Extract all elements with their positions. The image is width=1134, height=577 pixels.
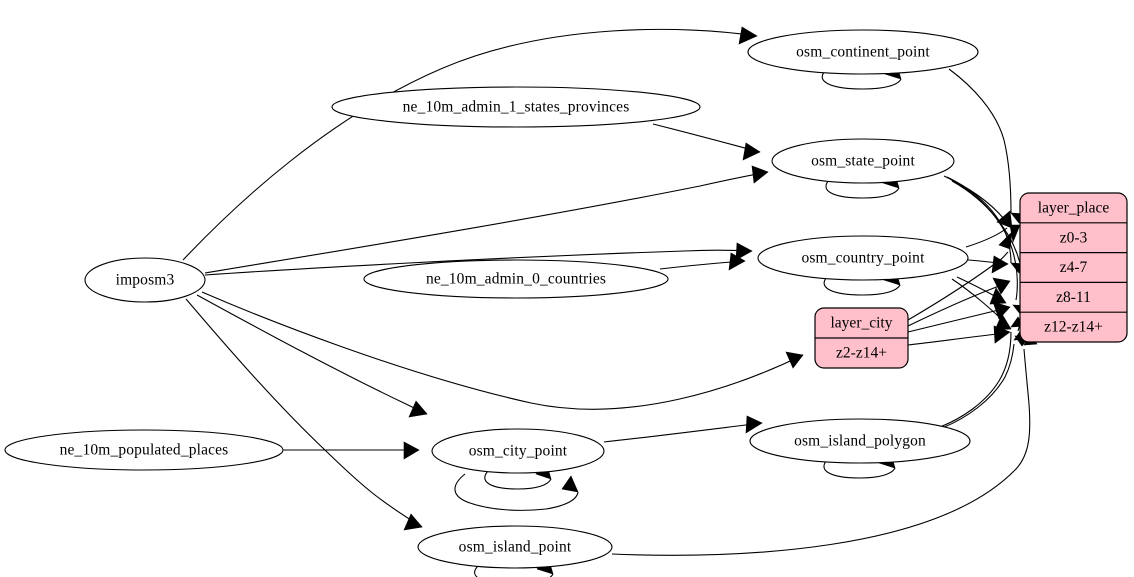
arrowhead-icon (403, 513, 423, 531)
edge-imposm3-to-osm_country_point (204, 242, 753, 276)
edge-line (941, 343, 1015, 429)
edge-ne_10m_admin_1_states_provinces-to-osm_state_point (652, 123, 761, 161)
node-label: osm_island_polygon (794, 433, 926, 450)
nodes-layer: imposm3 ne_10m_admin_1_states_provincesne… (4, 29, 979, 569)
edge-layer_city-to-layer_place.z12-z14+ (907, 325, 1011, 346)
edge-imposm3-to-osm_city_point (196, 294, 428, 418)
node-shape (747, 29, 979, 75)
node-label: osm_continent_point (796, 44, 930, 61)
node-osm_island_point[interactable]: osm_island_point (417, 525, 613, 569)
record-node-layer_place[interactable]: layer_place z0-3 z4-7 z8-11 z12-z14+ (1019, 192, 1128, 343)
arrowhead-icon (738, 26, 758, 45)
edge-line (823, 459, 896, 479)
edge-line (474, 565, 554, 577)
edge-imposm3-to-layer_city (201, 291, 804, 410)
edge-line (611, 348, 1031, 556)
node-imposm3[interactable]: imposm3 (84, 257, 206, 303)
node-ne_10m_admin_0_countries[interactable]: ne_10m_admin_0_countries (363, 259, 669, 299)
arrowhead-icon (998, 231, 1013, 250)
arrowhead-icon (751, 165, 769, 184)
edge-line (454, 473, 579, 511)
node-label: imposm3 (116, 272, 175, 289)
arrowhead-icon (992, 301, 1011, 320)
edge-osm_city_point-to-osm_city_point_outer (454, 473, 579, 511)
edge-line (182, 28, 758, 261)
edge-line (204, 171, 769, 274)
record-row-label[interactable]: z8-11 (1056, 289, 1091, 306)
edge-imposm3-to-osm_island_point (185, 298, 423, 531)
node-label: ne_10m_admin_0_countries (426, 271, 606, 288)
node-label: osm_city_point (469, 443, 568, 460)
edge-line (603, 422, 763, 443)
arrowhead-icon (742, 142, 761, 161)
arrowhead-icon (561, 475, 579, 493)
node-label: osm_country_point (801, 250, 925, 267)
edge-osm_city_point-to-osm_island_polygon (603, 415, 763, 443)
record-outline (1019, 192, 1128, 343)
record-row-label[interactable]: z0-3 (1060, 229, 1088, 246)
node-shape (771, 138, 955, 184)
node-ne_10m_populated_places[interactable]: ne_10m_populated_places (4, 429, 284, 471)
edge-line (825, 179, 900, 199)
record-row-label[interactable]: layer_city (831, 315, 893, 332)
node-osm_island_polygon[interactable]: osm_island_polygon (749, 418, 971, 464)
edge-imposm3-to-osm_continent_point (182, 26, 758, 261)
edge-imposm3-to-osm_state_point (204, 165, 769, 274)
arrowhead-icon (728, 252, 746, 271)
node-osm_country_point[interactable]: osm_country_point (757, 235, 969, 281)
edge-line (821, 70, 902, 90)
edge-line (204, 249, 753, 276)
node-osm_state_point[interactable]: osm_state_point (771, 138, 955, 184)
node-ne_10m_admin_1_states_provinces[interactable]: ne_10m_admin_1_states_provinces (331, 86, 701, 128)
node-label: ne_10m_admin_1_states_provinces (403, 99, 630, 116)
edge-line (949, 178, 1018, 301)
arrowhead-icon (745, 415, 763, 434)
edge-ne_10m_populated_places-to-osm_city_point (283, 441, 420, 460)
record-row-label[interactable]: z2-z14+ (836, 345, 887, 362)
edge-line (965, 227, 1008, 248)
node-shape (757, 235, 969, 281)
edge-layer_city-to-layer_place.z8-11 (907, 301, 1011, 333)
arrowhead-icon (785, 351, 804, 369)
edge-layer_city-to-layer_place.z0-3 (907, 231, 1013, 321)
record-row-label[interactable]: z12-z14+ (1044, 319, 1103, 336)
records-layer: layer_place z0-3 z4-7 z8-11 z12-z14+ layer_ci… (814, 192, 1128, 369)
node-shape (84, 257, 206, 303)
edge-layer_city-to-layer_place.z4-7 (907, 277, 1011, 327)
record-row-label[interactable]: z4-7 (1060, 259, 1088, 276)
node-label: ne_10m_populated_places (60, 442, 229, 459)
node-shape (363, 259, 669, 299)
record-row-label[interactable]: layer_place (1038, 199, 1110, 216)
edge-ne_10m_admin_0_countries-to-osm_country_point (659, 252, 746, 271)
arrowhead-icon (996, 210, 1013, 229)
node-shape (331, 86, 701, 128)
edge-line (948, 68, 1012, 214)
arrowhead-icon (993, 325, 1011, 344)
node-osm_city_point[interactable]: osm_city_point (431, 428, 605, 474)
node-osm_continent_point[interactable]: osm_continent_point (747, 29, 979, 75)
edge-line (939, 331, 1012, 428)
node-shape (417, 525, 613, 569)
arrowhead-icon (403, 441, 420, 460)
edge-line (907, 251, 1009, 321)
node-label: osm_state_point (811, 153, 915, 170)
edge-line (185, 298, 423, 528)
arrowhead-icon (735, 242, 753, 261)
edge-line (484, 470, 552, 490)
arrowhead-icon (408, 400, 428, 418)
node-label: osm_island_point (459, 539, 572, 556)
arrowhead-icon (992, 277, 1011, 295)
node-shape (749, 418, 971, 464)
edge-line (201, 291, 804, 410)
edge-line (823, 276, 901, 296)
node-shape (431, 428, 605, 474)
node-shape (4, 429, 284, 471)
record-node-layer_city[interactable]: layer_city z2-z14+ (814, 307, 909, 369)
